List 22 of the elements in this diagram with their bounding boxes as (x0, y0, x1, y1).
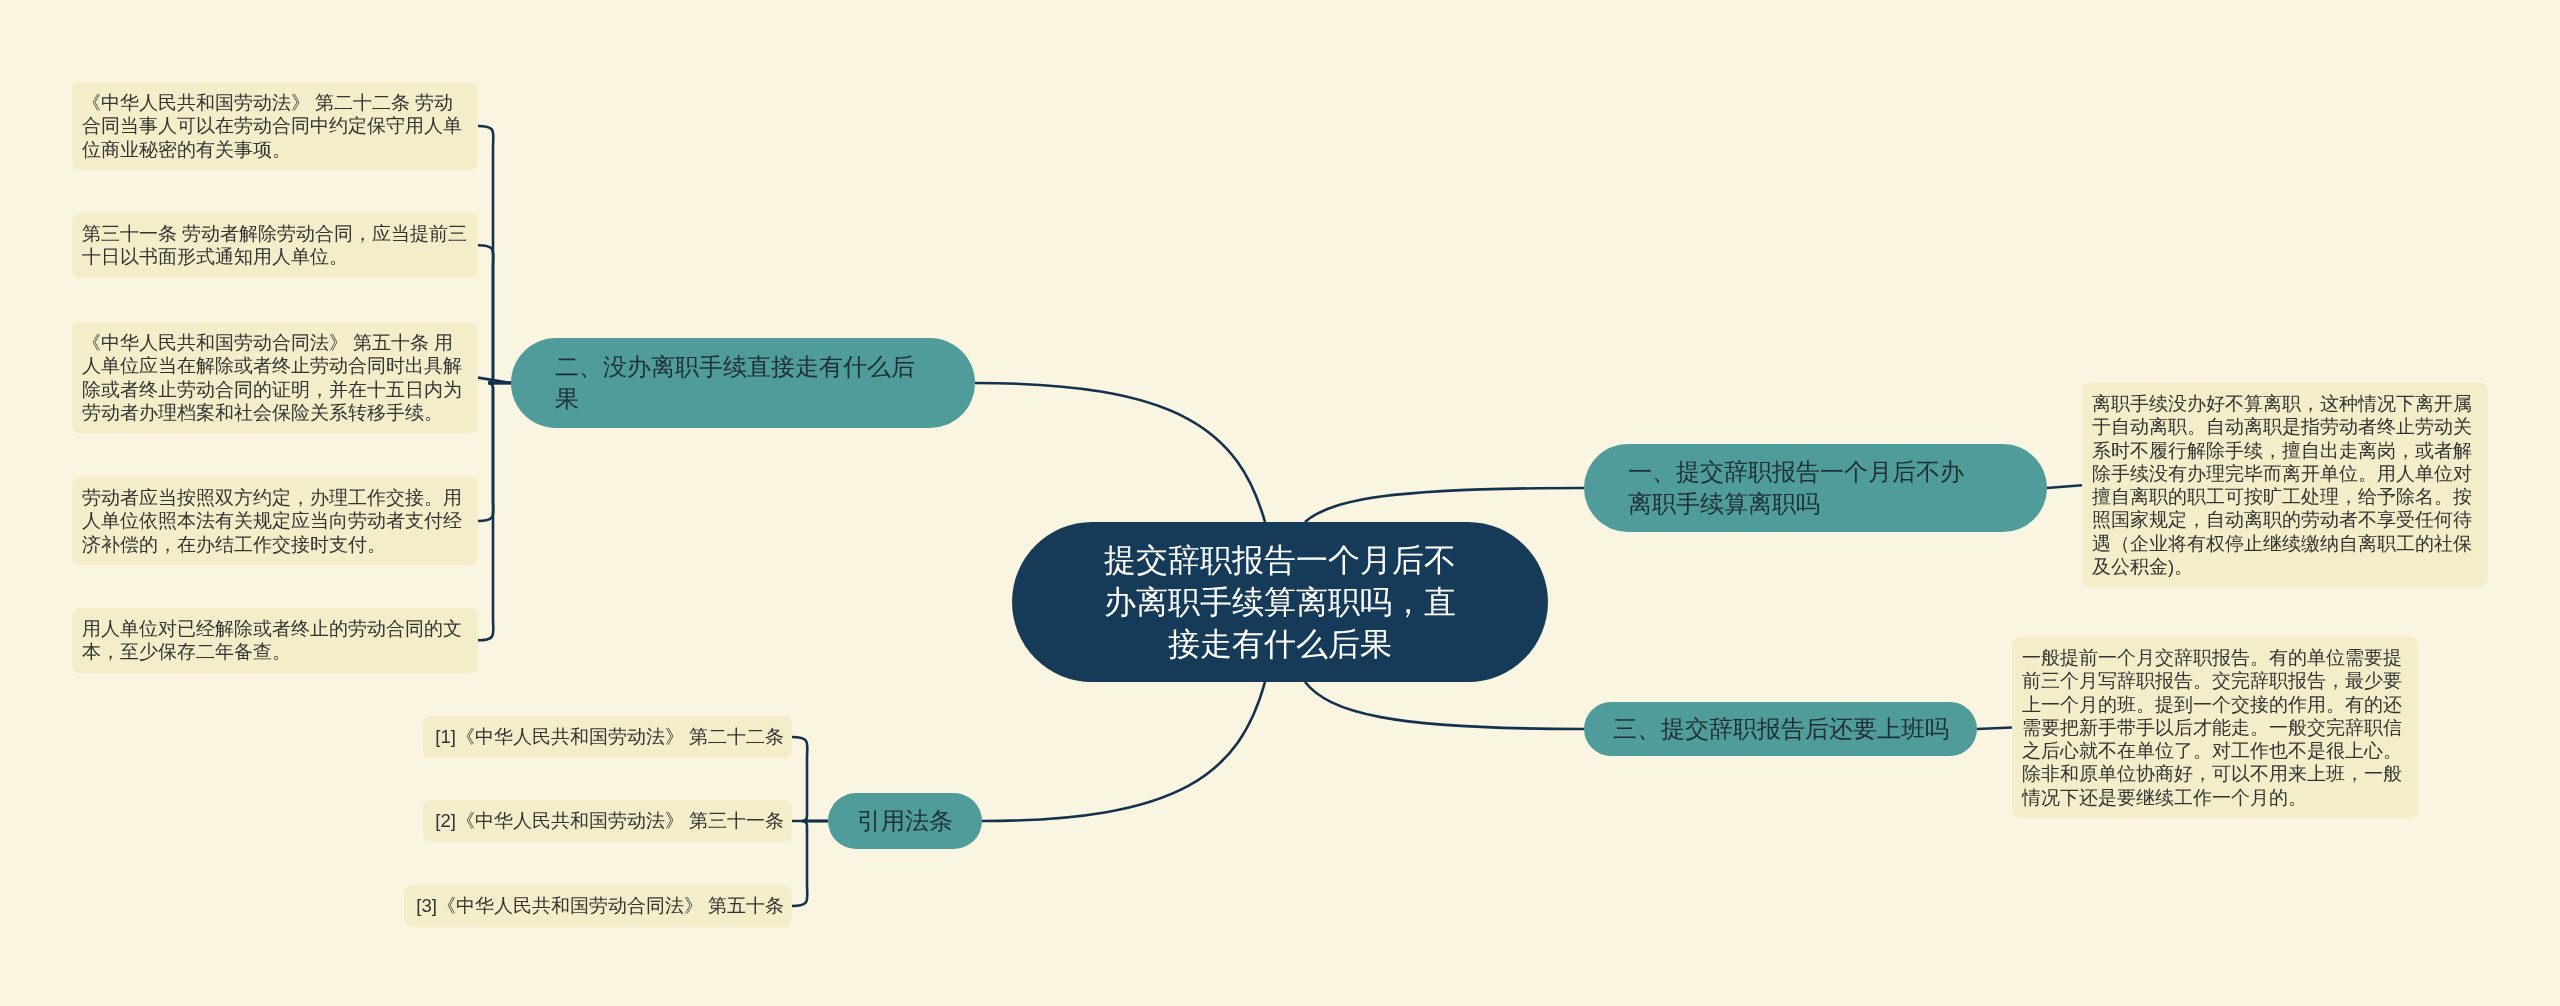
connector-line (2046, 483, 2083, 490)
note-card: 劳动者应当按照双方约定，办理工作交接。用人单位依照本法有关规定应当向劳动者支付经济补偿的，在办结工作交接时支付。 (72, 477, 478, 565)
connector-line (974, 381, 1267, 523)
topic-pill: 一、提交辞职报告一个月后不办离职手续算离职吗 (1584, 444, 2047, 532)
note-card: 《中华人民共和国劳动法》 第二十二条 劳动合同当事人可以在劳动合同中约定保守用人单位商业秘密的有关事项。 (72, 82, 478, 170)
connector-line (1304, 681, 1584, 731)
note-card: 一般提前一个月交辞职报告。有的单位需要提前三个月写辞职报告。交完辞职报告，最少要上一个月的班。提到一个交接的作用。有的还需要把新手带手以后才能走。一般交完辞职信之后心就不在单位了。对工作也不是很上心。除非和原单位协商好，可以不用来上班，一般情况下还是要继续工作一个月的。 (2012, 637, 2418, 819)
connector-line (1976, 726, 2013, 731)
citation-card: [2]《中华人民共和国劳动法》 第三十一条 (423, 800, 792, 842)
topic-pill: 二、没办离职手续直接走有什么后果 (511, 338, 975, 428)
citation-card: [1]《中华人民共和国劳动法》 第二十二条 (423, 716, 792, 758)
topic-pill: 引用法条 (828, 793, 982, 849)
note-card: 用人单位对已经解除或者终止的劳动合同的文本，至少保存二年备查。 (72, 608, 478, 673)
note-card: 《中华人民共和国劳动合同法》 第五十条 用人单位应当在解除或者终止劳动合同时出具解除或者终止劳动合同的证明，并在十五日内为劳动者办理档案和社会保险关系转移手续。 (72, 322, 478, 434)
citation-card: [3]《中华人民共和国劳动合同法》 第五十条 (404, 885, 792, 927)
topic-pill: 三、提交辞职报告后还要上班吗 (1584, 702, 1977, 756)
connector-line (981, 681, 1267, 823)
central-topic: 提交辞职报告一个月后不办离职手续算离职吗，直接走有什么后果 (1012, 522, 1548, 682)
note-card: 离职手续没办好不算离职，这种情况下离开属于自动离职。自动离职是指劳动者终止劳动关系时不履行解除手续，擅自出走离岗，或者解除手续没有办理完毕而离开单位。用人单位对擅自离职的职工可按旷工处理，给予除名。按照国家规定，自动离职的劳动者不享受任何待遇（企业将有权停止继续缴纳自离职工的社保及公积金)。 (2082, 383, 2488, 588)
connector-line (1304, 486, 1584, 524)
note-card: 第三十一条 劳动者解除劳动合同，应当提前三十日以书面形式通知用人单位。 (72, 213, 478, 278)
connector-line (477, 376, 512, 385)
